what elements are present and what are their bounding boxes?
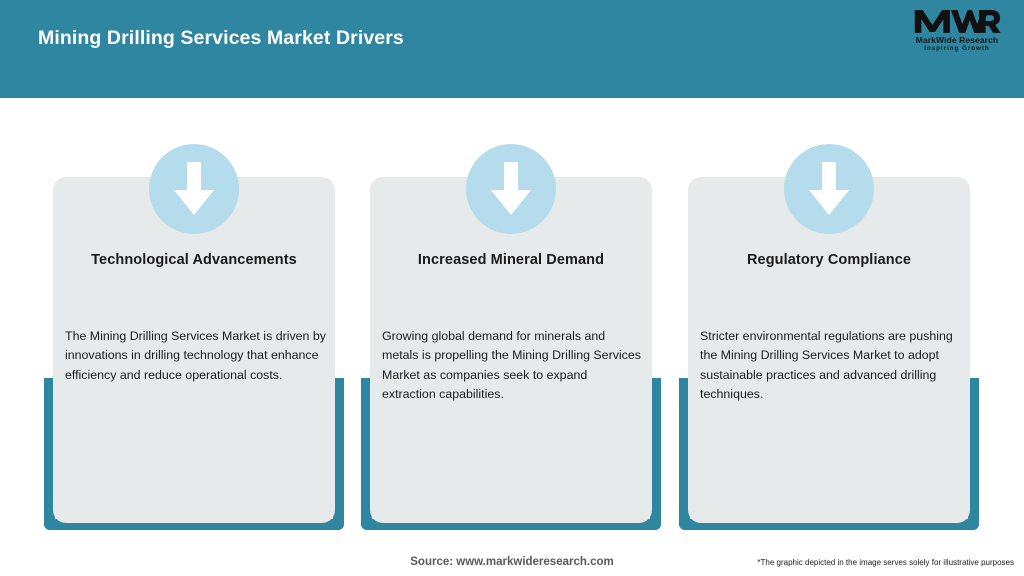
page-title: Mining Drilling Services Market Drivers — [38, 27, 404, 49]
card-panel — [370, 177, 652, 523]
mwr-monogram-icon — [914, 10, 1001, 33]
driver-card-technological-advancements[interactable]: Technological Advancements The Mining Dr… — [44, 144, 344, 544]
down-arrow-icon — [466, 144, 556, 234]
card-accent-frame — [44, 378, 344, 530]
down-arrow-icon — [149, 144, 239, 234]
logo-tagline: Inspiring Growth — [924, 45, 990, 52]
brand-logo: MarkWide Research Inspiring Growth — [904, 7, 1010, 59]
card-accent-frame — [679, 378, 979, 530]
card-panel — [688, 177, 970, 523]
card-title: Regulatory Compliance — [746, 252, 912, 268]
header-band: Mining Drilling Services Market Drivers … — [0, 0, 1024, 98]
driver-card-increased-mineral-demand[interactable]: Increased Mineral Demand Growing global … — [361, 144, 661, 544]
card-title: Technological Advancements — [91, 252, 297, 268]
card-body: The Mining Drilling Services Market is d… — [65, 329, 326, 382]
card-body: Growing global demand for minerals and m… — [382, 329, 641, 402]
footer-source: Source: www.markwideresearch.com — [410, 556, 614, 568]
driver-card-regulatory-compliance[interactable]: Regulatory Compliance Stricter environme… — [679, 144, 979, 544]
card-accent-frame — [361, 378, 661, 530]
card-title: Increased Mineral Demand — [417, 252, 605, 268]
card-panel — [53, 177, 335, 523]
footer-disclaimer: *The graphic depicted in the image serve… — [757, 558, 1014, 567]
down-arrow-icon — [784, 144, 874, 234]
card-body: Stricter environmental regulations are p… — [700, 329, 953, 402]
logo-company-name: MarkWide Research — [915, 35, 999, 45]
